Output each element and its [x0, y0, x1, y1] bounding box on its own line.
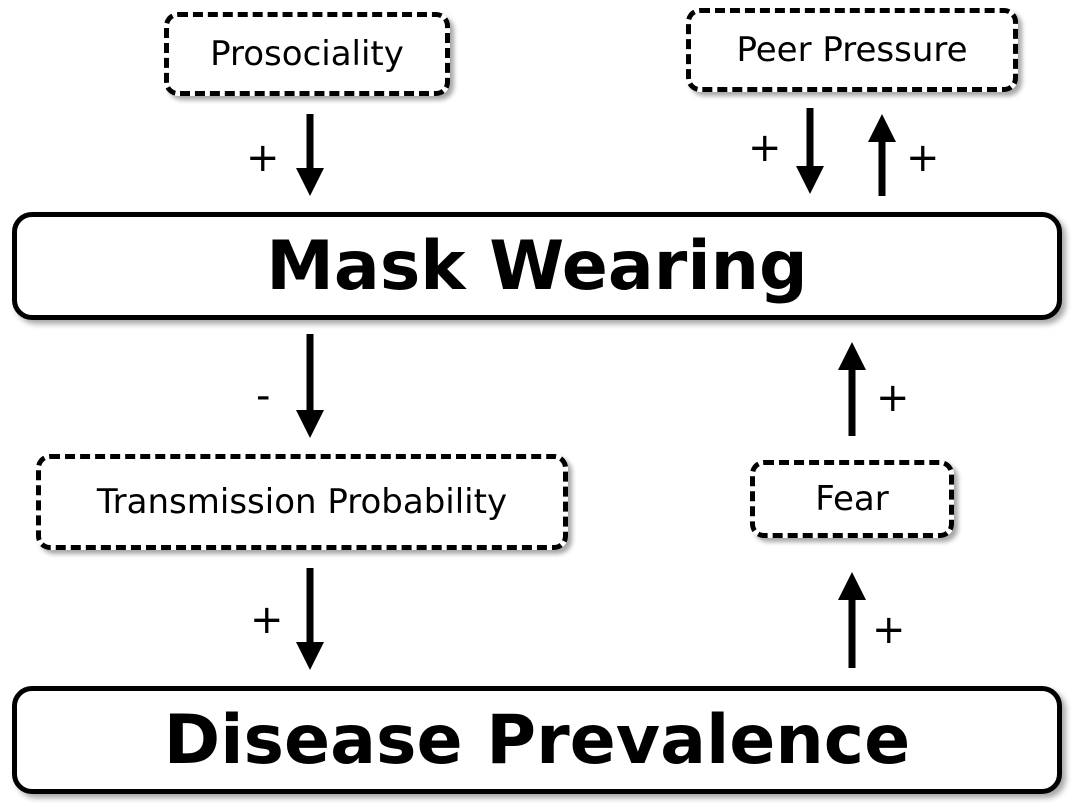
node-disease-prevalence: Disease Prevalence: [12, 686, 1062, 794]
node-disease-prevalence-label: Disease Prevalence: [163, 700, 911, 780]
edge-sign-prosociality-mask-wearing: +: [246, 135, 280, 181]
edge-sign-mask-wearing-peer-pressure: +: [906, 135, 940, 181]
edge-sign-fear-mask-wearing: +: [876, 375, 910, 421]
node-mask-wearing: Mask Wearing: [12, 212, 1062, 320]
node-prosociality: Prosociality: [164, 12, 450, 96]
node-transmission-probability-label: Transmission Probability: [96, 482, 508, 522]
node-prosociality-label: Prosociality: [210, 34, 404, 74]
node-peer-pressure-label: Peer Pressure: [736, 30, 968, 70]
node-fear-label: Fear: [815, 479, 889, 519]
edge-sign-disease-prevalence-fear: +: [872, 607, 906, 653]
node-fear: Fear: [750, 460, 954, 538]
edge-sign-peer-pressure-mask-wearing: +: [748, 125, 782, 171]
edge-sign-mask-wearing-transmission-probability: -: [256, 373, 271, 419]
edge-sign-transmission-probability-disease-prevalence: +: [250, 597, 284, 643]
node-transmission-probability: Transmission Probability: [36, 454, 568, 550]
node-mask-wearing-label: Mask Wearing: [266, 226, 808, 306]
node-peer-pressure: Peer Pressure: [686, 8, 1018, 92]
